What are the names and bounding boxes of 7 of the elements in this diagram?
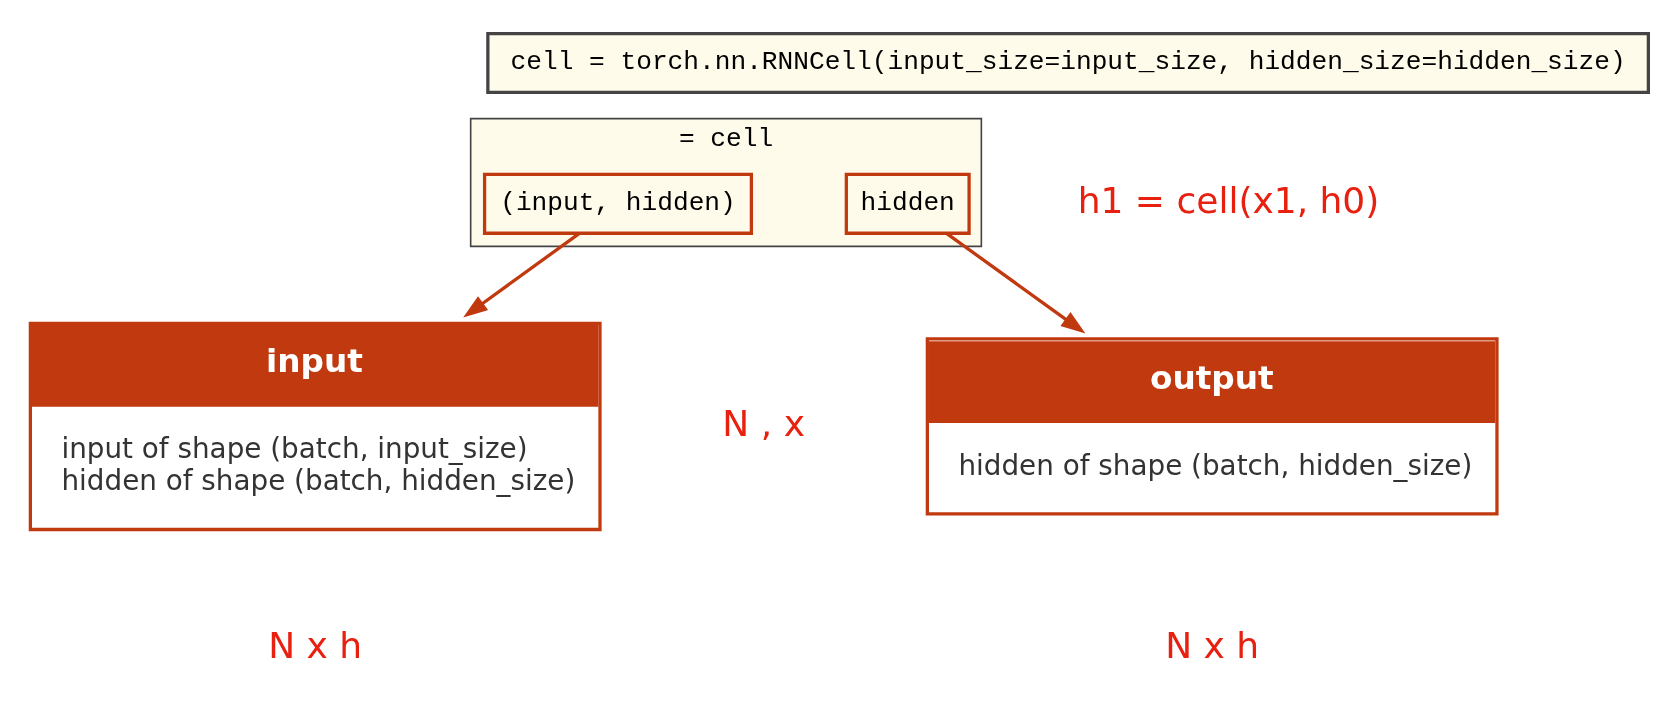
- label: N , x: [722, 402, 805, 444]
- node-box: cell = torch.nn.RNNCell(input_size=input_size, hidden_size=hidden_size): [486, 31, 1650, 94]
- node-box: hidden: [844, 172, 971, 235]
- label: N x h: [268, 624, 363, 666]
- label: h1 = cell(x1, h0): [1077, 179, 1380, 221]
- label: N x h: [1165, 624, 1260, 666]
- node-box: (input, hidden): [482, 172, 754, 235]
